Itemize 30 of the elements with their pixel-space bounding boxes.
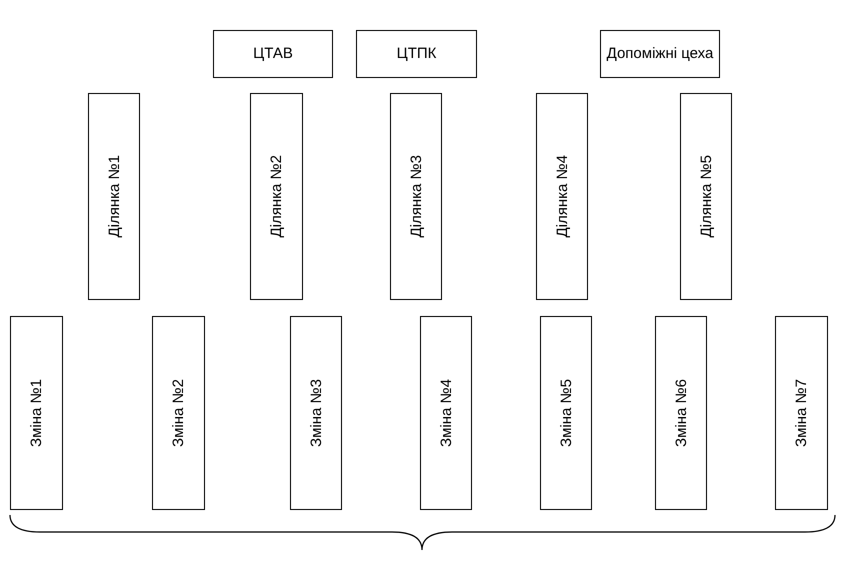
box-label: Зміна №2	[170, 379, 187, 447]
shift-box	[420, 316, 472, 510]
shift-box	[540, 316, 592, 510]
box-label: Зміна №7	[793, 379, 810, 447]
shift-box	[152, 316, 205, 510]
section-box	[88, 93, 140, 300]
box-label: Допоміжні цеха	[606, 44, 714, 64]
section-box	[680, 93, 732, 300]
shift-box	[10, 316, 63, 510]
box-label: Ділянка №1	[106, 155, 122, 238]
box-label: Зміна №5	[558, 379, 574, 447]
box-label: Зміна №4	[438, 379, 454, 447]
section-box	[390, 93, 442, 300]
box-label: Зміна №1	[28, 379, 45, 447]
shift-box	[655, 316, 707, 510]
box-label: Зміна №3	[308, 379, 324, 447]
shift-box	[290, 316, 342, 510]
department-box	[600, 30, 720, 78]
section-box	[250, 93, 303, 300]
box-label: Зміна №6	[672, 379, 690, 447]
box-label: Ділянка №5	[698, 155, 714, 238]
box-label: Ділянка №2	[268, 155, 285, 238]
box-label: Ділянка №4	[554, 155, 570, 238]
section-box	[536, 93, 588, 300]
box-label: ЦТПК	[396, 44, 438, 64]
shift-box	[775, 316, 828, 510]
box-label: ЦТАВ	[252, 44, 294, 64]
department-box	[356, 30, 477, 78]
department-box	[213, 30, 333, 78]
box-label: Ділянка №3	[408, 155, 424, 238]
